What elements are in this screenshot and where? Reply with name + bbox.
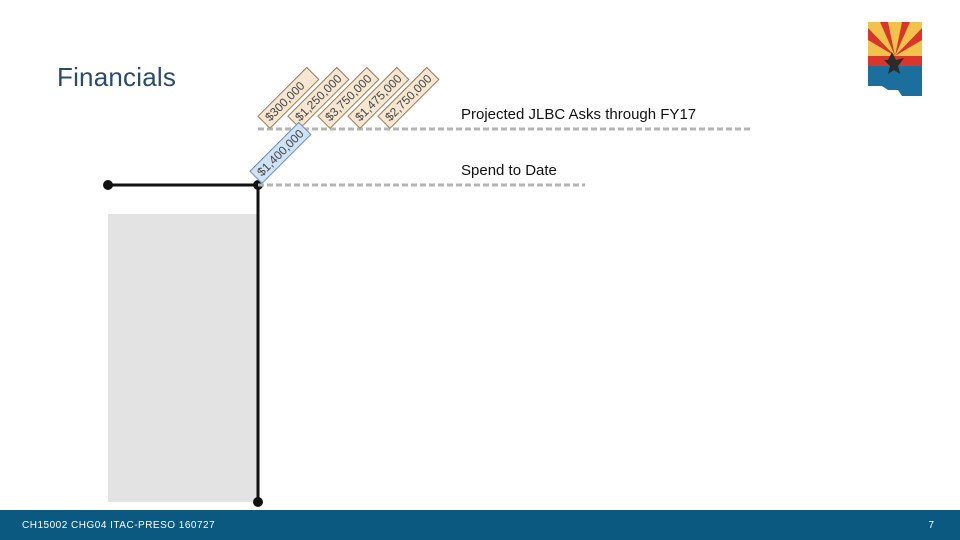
slide-title: Financials bbox=[57, 62, 177, 92]
projected-label: Projected JLBC Asks through FY17 bbox=[461, 106, 697, 123]
footer-bar: CH15002 CHG04 ITAC-PRESO 160727 7 bbox=[0, 510, 960, 540]
arizona-state-logo-icon bbox=[862, 20, 928, 98]
spend-label: Spend to Date bbox=[461, 162, 557, 179]
footer-doc-id: CH15002 CHG04 ITAC-PRESO 160727 bbox=[22, 520, 216, 531]
page-number: 7 bbox=[928, 520, 934, 531]
spend-bar bbox=[108, 214, 258, 502]
